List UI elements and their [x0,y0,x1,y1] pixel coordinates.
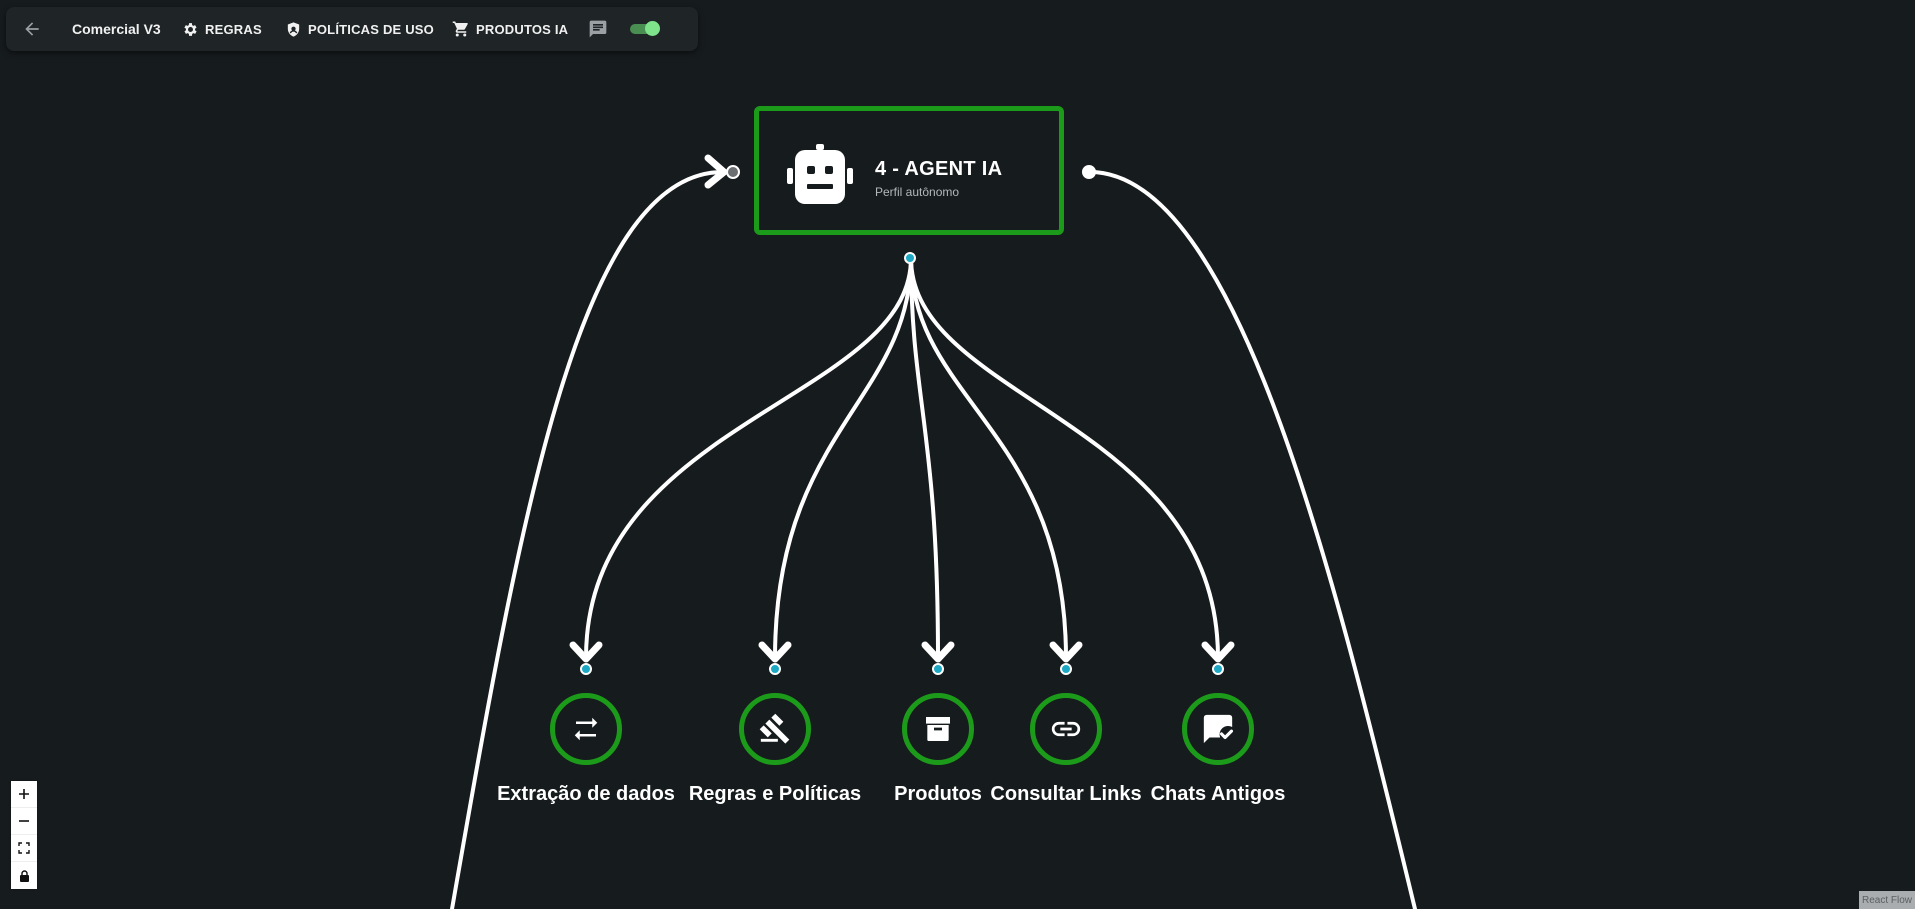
ai-products-button[interactable]: PRODUTOS IA [452,7,568,51]
tool-handle-regras[interactable] [769,663,781,675]
edge-loop-out[interactable] [1088,170,1417,909]
tool-label-links: Consultar Links [990,783,1142,805]
lock-button[interactable] [11,862,37,889]
rules-button[interactable]: REGRAS [182,7,262,51]
link-icon [1051,721,1081,737]
zoom-out-button[interactable] [11,808,37,835]
tool-node-chats[interactable] [1182,693,1254,765]
ai-products-label: PRODUTOS IA [476,21,569,37]
arrowhead-regras [758,641,792,663]
agent-tools-handle[interactable] [904,252,916,264]
shield-icon [287,21,300,37]
gear-icon [184,22,197,36]
tool-label-extracao: Extração de dados [497,783,675,805]
back-button[interactable] [22,7,42,51]
tool-handle-links[interactable] [1060,663,1072,675]
arrowhead-links [1049,641,1083,663]
tool-node-produtos[interactable] [902,693,974,765]
minus-icon [19,820,29,822]
edge-to-produtos[interactable] [909,256,940,660]
chat-check-icon [1203,714,1234,744]
agent-node[interactable]: 4 - AGENT IA Perfil autônomo [754,106,1064,235]
fit-view-button[interactable] [11,835,37,862]
rules-label: REGRAS [205,21,262,37]
edge-to-chats[interactable] [909,256,1220,660]
edge-loop-in[interactable] [450,169,726,909]
agent-title: 4 - AGENT IA [875,158,1003,180]
edge-to-extracao[interactable] [584,256,913,660]
arrowhead-extracao [569,641,603,663]
toggle-knob [645,21,660,36]
agent-input-handle[interactable] [726,165,740,179]
cart-icon [452,21,468,37]
chat-icon [589,20,607,38]
arrowhead-chats [1201,641,1235,663]
react-flow-attribution[interactable]: React Flow [1859,891,1915,909]
tool-label-regras: Regras e Políticas [688,783,862,805]
edge-to-links[interactable] [909,256,1068,660]
tool-handle-extracao[interactable] [580,663,592,675]
tool-label-chats: Chats Antigos [1150,783,1286,805]
tool-handle-produtos[interactable] [932,663,944,675]
chat-button[interactable] [588,7,608,51]
active-toggle[interactable] [630,21,660,36]
arrow-left-icon [25,22,39,36]
swap-arrows-icon [574,717,598,741]
tool-node-links[interactable] [1030,693,1102,765]
edge-to-regras[interactable] [773,256,913,660]
flow-controls [11,781,37,889]
usage-policies-button[interactable]: POLÍTICAS DE USO [285,7,434,51]
tool-node-regras[interactable] [739,693,811,765]
usage-policies-label: POLÍTICAS DE USO [308,21,434,37]
archive-icon [926,717,950,741]
top-toolbar: Comercial V3 REGRAS POLÍTICAS DE USO PRO… [6,7,698,51]
tool-label-produtos: Produtos [894,783,982,805]
tool-handle-chats[interactable] [1212,663,1224,675]
flow-title-text: Comercial V3 [72,21,161,37]
zoom-in-button[interactable] [11,781,37,808]
agent-subtitle: Perfil autônomo [875,185,960,199]
flow-title[interactable]: Comercial V3 [72,7,161,51]
gavel-icon [759,713,790,744]
plus-icon [19,789,29,799]
robot-icon [787,144,853,204]
tool-node-extracao[interactable] [550,693,622,765]
toggle-track [630,24,658,34]
fit-view-icon [18,842,30,854]
arrowhead-loop-in [704,154,728,189]
arrowhead-produtos [921,641,955,663]
lock-icon [19,869,29,882]
agent-output-handle[interactable] [1082,165,1096,179]
